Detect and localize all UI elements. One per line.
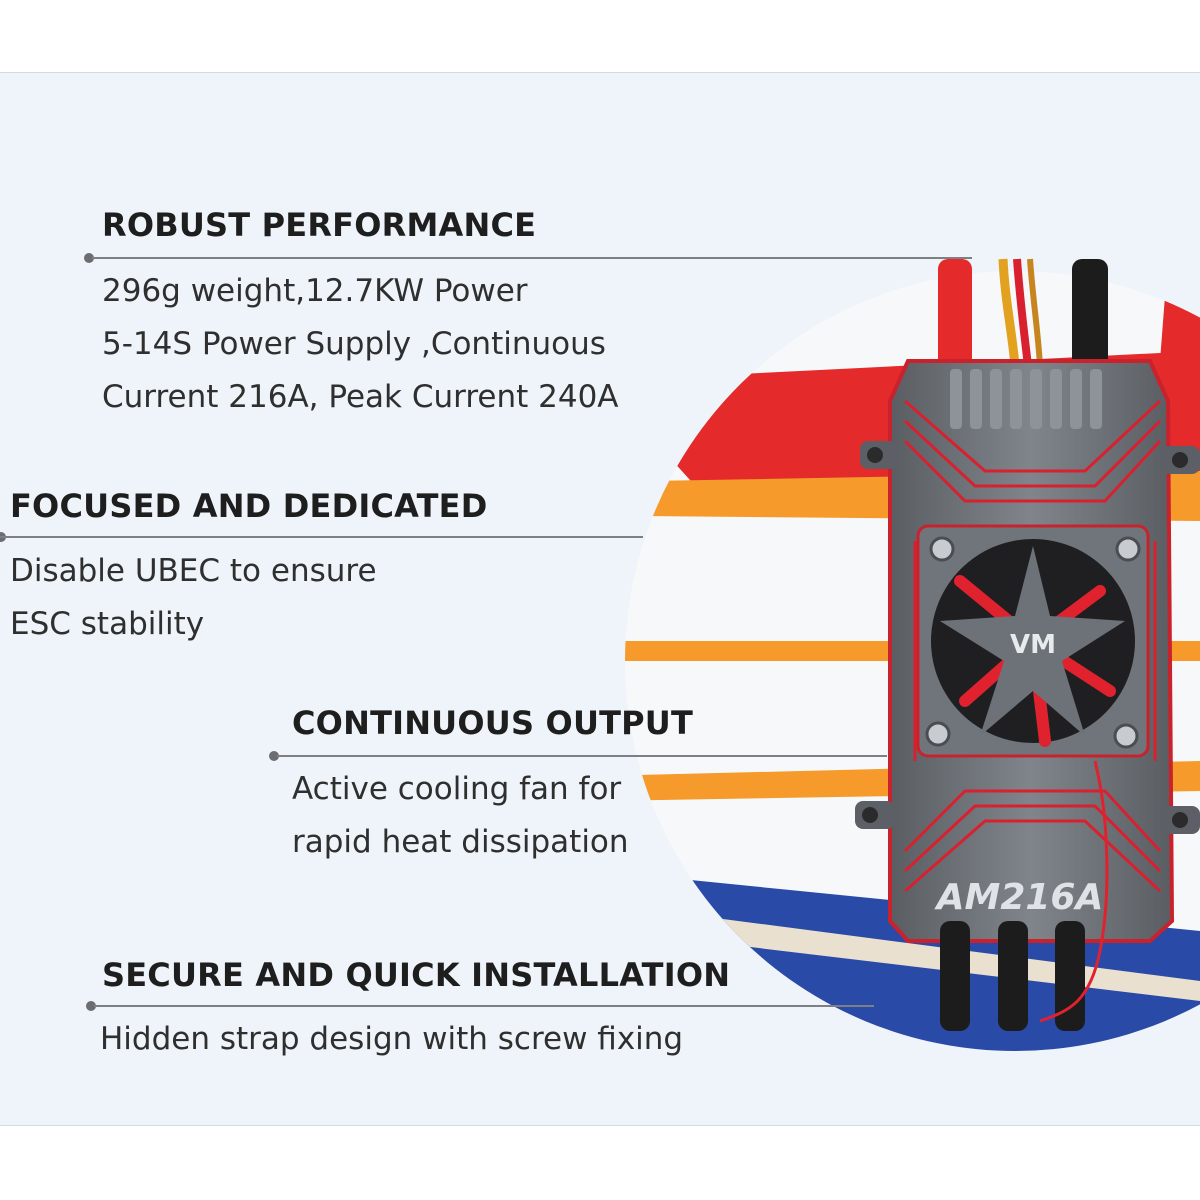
feature-panel: AM216A VM ROBUST PERFORMANCE xyxy=(0,72,1200,1126)
section-description: Active cooling fan for rapid heat dissip… xyxy=(292,763,629,869)
leader-line xyxy=(0,536,643,538)
leader-dot xyxy=(84,253,94,263)
section-title-robust-performance: ROBUST PERFORMANCE xyxy=(102,206,537,244)
description-line: Current 216A, Peak Current 240A xyxy=(102,379,619,415)
fan-logo: VM xyxy=(1010,630,1056,660)
model-marking: AM216A xyxy=(934,877,1104,918)
section-description: 296g weight,12.7KW Power 5-14S Power Sup… xyxy=(102,265,619,424)
power-wires xyxy=(938,258,1108,369)
section-title-continuous-output: CONTINUOUS OUTPUT xyxy=(292,704,694,742)
section-description: Disable UBEC to ensure ESC stability xyxy=(10,545,377,651)
motor-wires xyxy=(940,760,1109,1031)
description-line: rapid heat dissipation xyxy=(292,824,629,860)
leader-line xyxy=(277,755,887,757)
esc-product-image: AM216A VM xyxy=(625,258,1200,1051)
description-line: 5-14S Power Supply ,Continuous xyxy=(102,326,606,362)
description-line: 296g weight,12.7KW Power xyxy=(102,273,528,309)
cooling-fan: VM xyxy=(916,524,1150,758)
leader-dot xyxy=(269,751,279,761)
leader-line xyxy=(92,257,972,259)
section-description: Hidden strap design with screw fixing xyxy=(100,1013,683,1066)
description-line: Disable UBEC to ensure xyxy=(10,553,377,589)
description-line: Hidden strap design with screw fixing xyxy=(100,1021,684,1057)
section-title-focused-and-dedicated: FOCUSED AND DEDICATED xyxy=(10,487,488,525)
description-line: ESC stability xyxy=(10,606,205,642)
description-line: Active cooling fan for xyxy=(292,771,622,807)
leader-dot xyxy=(86,1001,96,1011)
section-title-secure-and-quick-installation: SECURE AND QUICK INSTALLATION xyxy=(102,956,731,994)
leader-line xyxy=(94,1005,874,1007)
